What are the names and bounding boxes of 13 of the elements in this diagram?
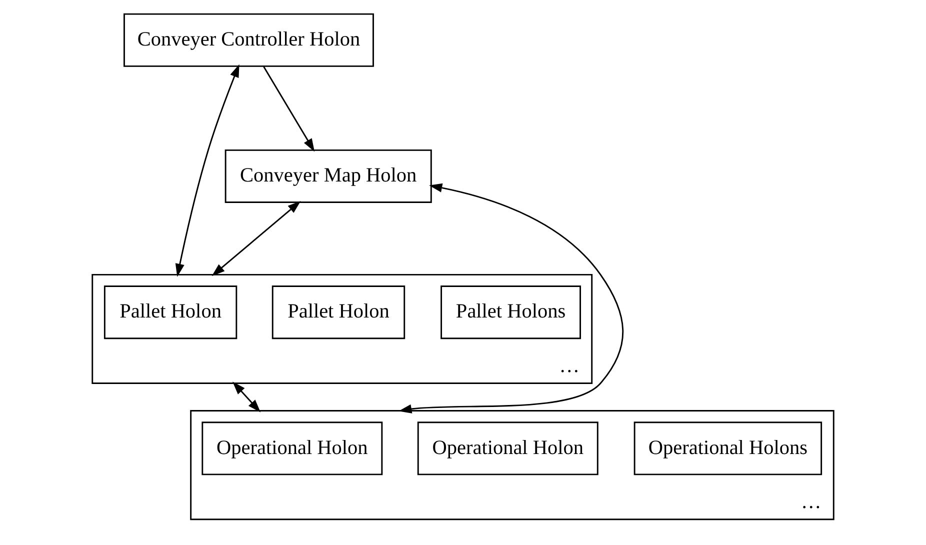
arrow [263,66,315,152]
arrow [232,382,261,412]
node-box: Pallet Holon [272,286,406,340]
node-box: Operational Holon [202,422,383,476]
arrow [398,183,624,414]
arrow [175,64,240,277]
node-box: Conveyer Controller Holon [124,13,374,67]
node-box: Conveyer Map Holon [224,149,432,203]
node-box: Pallet Holon [104,286,238,340]
node-box: Operational Holon [417,422,598,476]
arrow [212,201,301,276]
node-box: Operational Holons [634,422,822,476]
node-box: Pallet Holons [440,286,581,340]
